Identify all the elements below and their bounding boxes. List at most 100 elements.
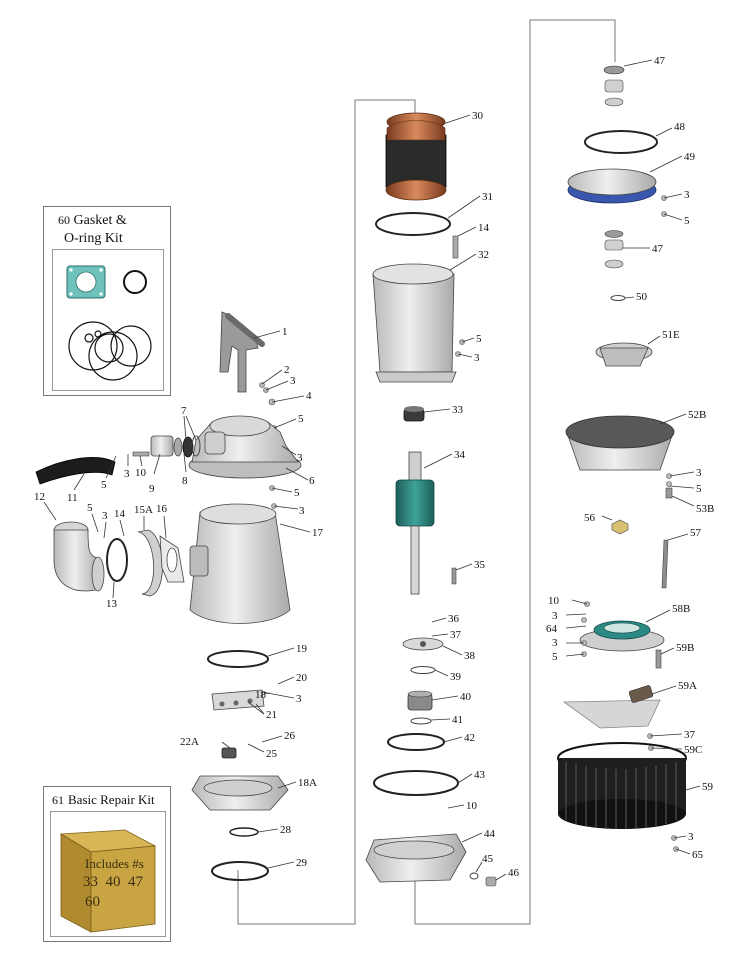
part-35-key xyxy=(451,567,457,585)
callout-43: 43 xyxy=(474,769,486,781)
callout-16: 16 xyxy=(156,503,168,515)
callout-5: 5 xyxy=(294,487,300,499)
part-6-motor-cover xyxy=(188,415,302,479)
part-17-pump-housing xyxy=(189,503,291,624)
callout-52b: 52B xyxy=(688,409,706,421)
part-48-o-ring xyxy=(584,130,658,154)
part-14-dowel-pin xyxy=(452,235,459,259)
callout-3: 3 xyxy=(297,452,303,464)
callout-31: 31 xyxy=(482,191,493,203)
part-32-stator-housing xyxy=(372,263,457,383)
callout-19: 19 xyxy=(296,643,308,655)
callout-18: 18 xyxy=(255,689,267,701)
gasket-kit-number: 60 xyxy=(58,213,70,227)
part-58b-suction-plate xyxy=(579,620,665,652)
part-52b-volute xyxy=(565,415,675,471)
callout-39: 39 xyxy=(450,671,462,683)
part-51e-impeller xyxy=(595,342,653,367)
callout-40: 40 xyxy=(460,691,472,703)
callout-21: 21 xyxy=(266,709,277,721)
part-34-rotor-shaft xyxy=(395,451,435,595)
callout-5: 5 xyxy=(684,215,690,227)
callout-10: 10 xyxy=(466,800,478,812)
callout-6: 6 xyxy=(309,475,315,487)
gasket-o-ring-kit-box: 60 Gasket & O-ring Kit xyxy=(43,206,171,396)
callout-42: 42 xyxy=(464,732,475,744)
callout-37: 37 xyxy=(450,629,462,641)
callout-56: 56 xyxy=(584,512,596,524)
part-49-diffuser xyxy=(567,168,657,204)
part-41-washer xyxy=(410,717,432,725)
callout-3: 3 xyxy=(299,505,305,517)
callout-32: 32 xyxy=(478,249,489,261)
callout-3: 3 xyxy=(684,189,690,201)
crate-part-numbers: 33 40 47 xyxy=(83,874,143,890)
callout-10: 10 xyxy=(548,595,560,607)
part-19-o-ring xyxy=(207,650,269,668)
callout-26: 26 xyxy=(284,730,296,742)
gasket-kit-contents-illustration xyxy=(66,265,152,381)
callout-5: 5 xyxy=(696,483,702,495)
small-screws-right xyxy=(581,195,679,852)
callout-22a: 22A xyxy=(180,736,199,748)
callout-50: 50 xyxy=(636,291,648,303)
part-40-bearing-sleeve xyxy=(407,690,433,711)
callout-47: 47 xyxy=(654,55,666,67)
callout-34: 34 xyxy=(454,449,466,461)
part-42-o-ring xyxy=(387,733,445,751)
part-59a-float-switch xyxy=(562,685,661,729)
part-33-bearing xyxy=(403,406,425,422)
part-38-seal-plate xyxy=(402,637,444,651)
gasket-kit-title-line2: O-ring Kit xyxy=(64,231,123,246)
callout-28: 28 xyxy=(280,824,292,836)
callout-4: 4 xyxy=(306,390,312,402)
callout-35: 35 xyxy=(474,559,486,571)
callout-labels: 1 2 3 4 5 7 3 6 5 3 17 8 9 10 3 5 11 12 … xyxy=(34,55,714,879)
part-57-rod xyxy=(661,539,669,589)
callout-12: 12 xyxy=(34,491,45,503)
part-11-power-cord xyxy=(35,457,116,485)
callout-5: 5 xyxy=(101,479,107,491)
part-53b-pin xyxy=(665,487,673,499)
callout-64: 64 xyxy=(546,623,558,635)
callout-57: 57 xyxy=(690,527,702,539)
callout-3: 3 xyxy=(124,468,130,480)
callout-15a: 15A xyxy=(134,504,153,516)
callout-59: 59 xyxy=(702,781,714,793)
callout-37: 37 xyxy=(684,729,696,741)
part-13-o-ring xyxy=(106,538,128,582)
callout-25: 25 xyxy=(266,748,278,760)
callout-14: 14 xyxy=(478,222,490,234)
callout-49: 49 xyxy=(684,151,696,163)
callout-30: 30 xyxy=(472,110,484,122)
cardboard-box-icon xyxy=(59,829,157,933)
crate-includes-label: Includes #s xyxy=(85,856,144,871)
callout-7: 7 xyxy=(181,405,187,417)
part-47-mechanical-seal-top xyxy=(603,65,625,107)
callout-20: 20 xyxy=(296,672,308,684)
part-44-bearing-housing xyxy=(365,833,467,883)
callout-17: 17 xyxy=(312,527,324,539)
part-10-small-pin xyxy=(132,451,150,457)
callout-47: 47 xyxy=(652,243,664,255)
callout-3: 3 xyxy=(688,831,694,843)
part-31-o-ring xyxy=(375,212,451,236)
callout-59c: 59C xyxy=(684,744,702,756)
callout-41: 41 xyxy=(452,714,463,726)
callout-3: 3 xyxy=(102,510,108,522)
callout-38: 38 xyxy=(464,650,476,662)
part-18a-base-cover xyxy=(191,775,289,811)
callout-8: 8 xyxy=(182,475,188,487)
small-screws-center xyxy=(455,339,465,357)
part-29-o-ring xyxy=(211,861,269,881)
part-28-o-ring xyxy=(229,827,259,837)
repair-kit-number: 61 xyxy=(52,793,64,807)
part-59-inlet-screen xyxy=(557,742,687,829)
part-22a-fill-plug xyxy=(221,747,237,759)
callout-3: 3 xyxy=(552,610,558,622)
repair-kit-contents-panel: Includes #s 33 40 47 60 xyxy=(50,811,166,937)
part-30-motor-winding xyxy=(385,112,447,201)
callout-51e: 51E xyxy=(662,329,680,341)
callout-33: 33 xyxy=(452,404,464,416)
